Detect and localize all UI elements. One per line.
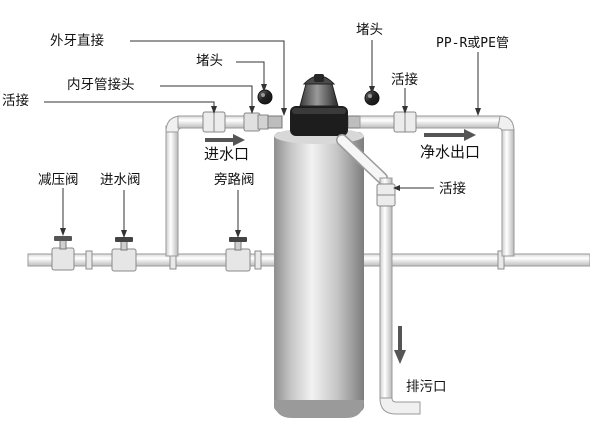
- drain-pipe: [336, 134, 421, 415]
- pressure-reducing-valve: [51, 236, 75, 271]
- label-pressure-valve: 减压阀: [38, 172, 79, 188]
- label-outer-thread-straight: 外牙直接: [50, 33, 104, 49]
- leader-outer-thread: [130, 40, 285, 112]
- label-union-top-left: 活接: [2, 93, 29, 109]
- inlet-riser-pipe: [165, 111, 283, 257]
- plug-right: [364, 90, 380, 106]
- label-plug-left: 堵头: [196, 53, 223, 69]
- label-drain-outlet: 排污口: [406, 379, 447, 395]
- label-inlet: 进水口: [204, 145, 250, 163]
- outlet-flow-arrow: [424, 129, 476, 141]
- inlet-flow-arrow: [205, 134, 245, 146]
- drain-flow-arrow: [394, 326, 406, 364]
- leader-lines: [44, 40, 481, 238]
- bypass-valve: [225, 237, 251, 272]
- leader-inner-thread: [160, 85, 253, 110]
- plug-left: [257, 89, 273, 105]
- label-pipe-material: PP-R或PE管: [436, 36, 509, 51]
- label-union-mid-right: 活接: [439, 181, 466, 197]
- label-plug-right: 堵头: [356, 22, 383, 38]
- filter-tank: [274, 128, 364, 418]
- label-inner-thread-connector: 内牙管接头: [67, 77, 135, 93]
- clean-outlet-pipe: [347, 111, 515, 257]
- leader-union-top-left: [44, 101, 215, 110]
- leader-plug-left: [236, 61, 265, 88]
- label-clean-outlet: 净水出口: [420, 143, 481, 161]
- label-inlet-valve: 进水阀: [100, 172, 141, 188]
- flow-arrows: [205, 129, 476, 364]
- label-bypass-valve: 旁路阀: [214, 172, 255, 188]
- inlet-valve: [111, 237, 137, 272]
- label-union-top-right: 活接: [391, 72, 418, 88]
- control-valve-head: [290, 74, 348, 136]
